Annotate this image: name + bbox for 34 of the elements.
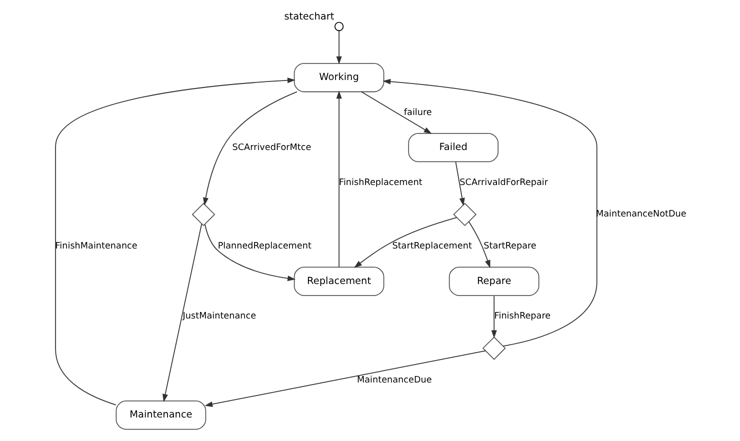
node-box: Repare [448,266,539,296]
edge-label: PlannedReplacement [217,242,311,252]
edge-label: FinishReplacement [338,178,422,188]
edge-label: SCArrivedForMtce [232,142,311,153]
arrow [54,78,295,406]
edge-label: failure [403,108,432,118]
node-diamond [191,202,215,226]
node-diamond [452,202,476,226]
arrow [204,350,486,407]
arrow [454,162,464,206]
edge-label: StartRepare [483,242,536,252]
arrow [382,78,597,346]
arrow [204,224,296,282]
edge-label: JustMaintenance [182,312,256,322]
arrow [490,295,496,338]
edge-label: FinishMaintenance [54,242,137,252]
edge-label: MaintenanceDue [356,375,432,386]
edge-label: FinishRepare [494,312,550,322]
node-box: Failed [408,132,498,162]
arrow [336,90,342,268]
arrow [336,30,342,64]
node-box: Replacement [293,266,384,296]
node-box: Maintenance [115,400,206,430]
node-label: statechart [284,11,334,22]
edge-label: StartReplacement [392,242,472,252]
arrow [354,217,457,268]
node-diamond [482,336,506,360]
arrow [360,91,432,134]
arrow [468,221,490,268]
node-box: Working [293,62,384,92]
node-circle [334,22,344,32]
edge-label: SCArrivaldForRepair [459,178,548,188]
arrow [202,91,297,206]
arrow [162,223,202,402]
